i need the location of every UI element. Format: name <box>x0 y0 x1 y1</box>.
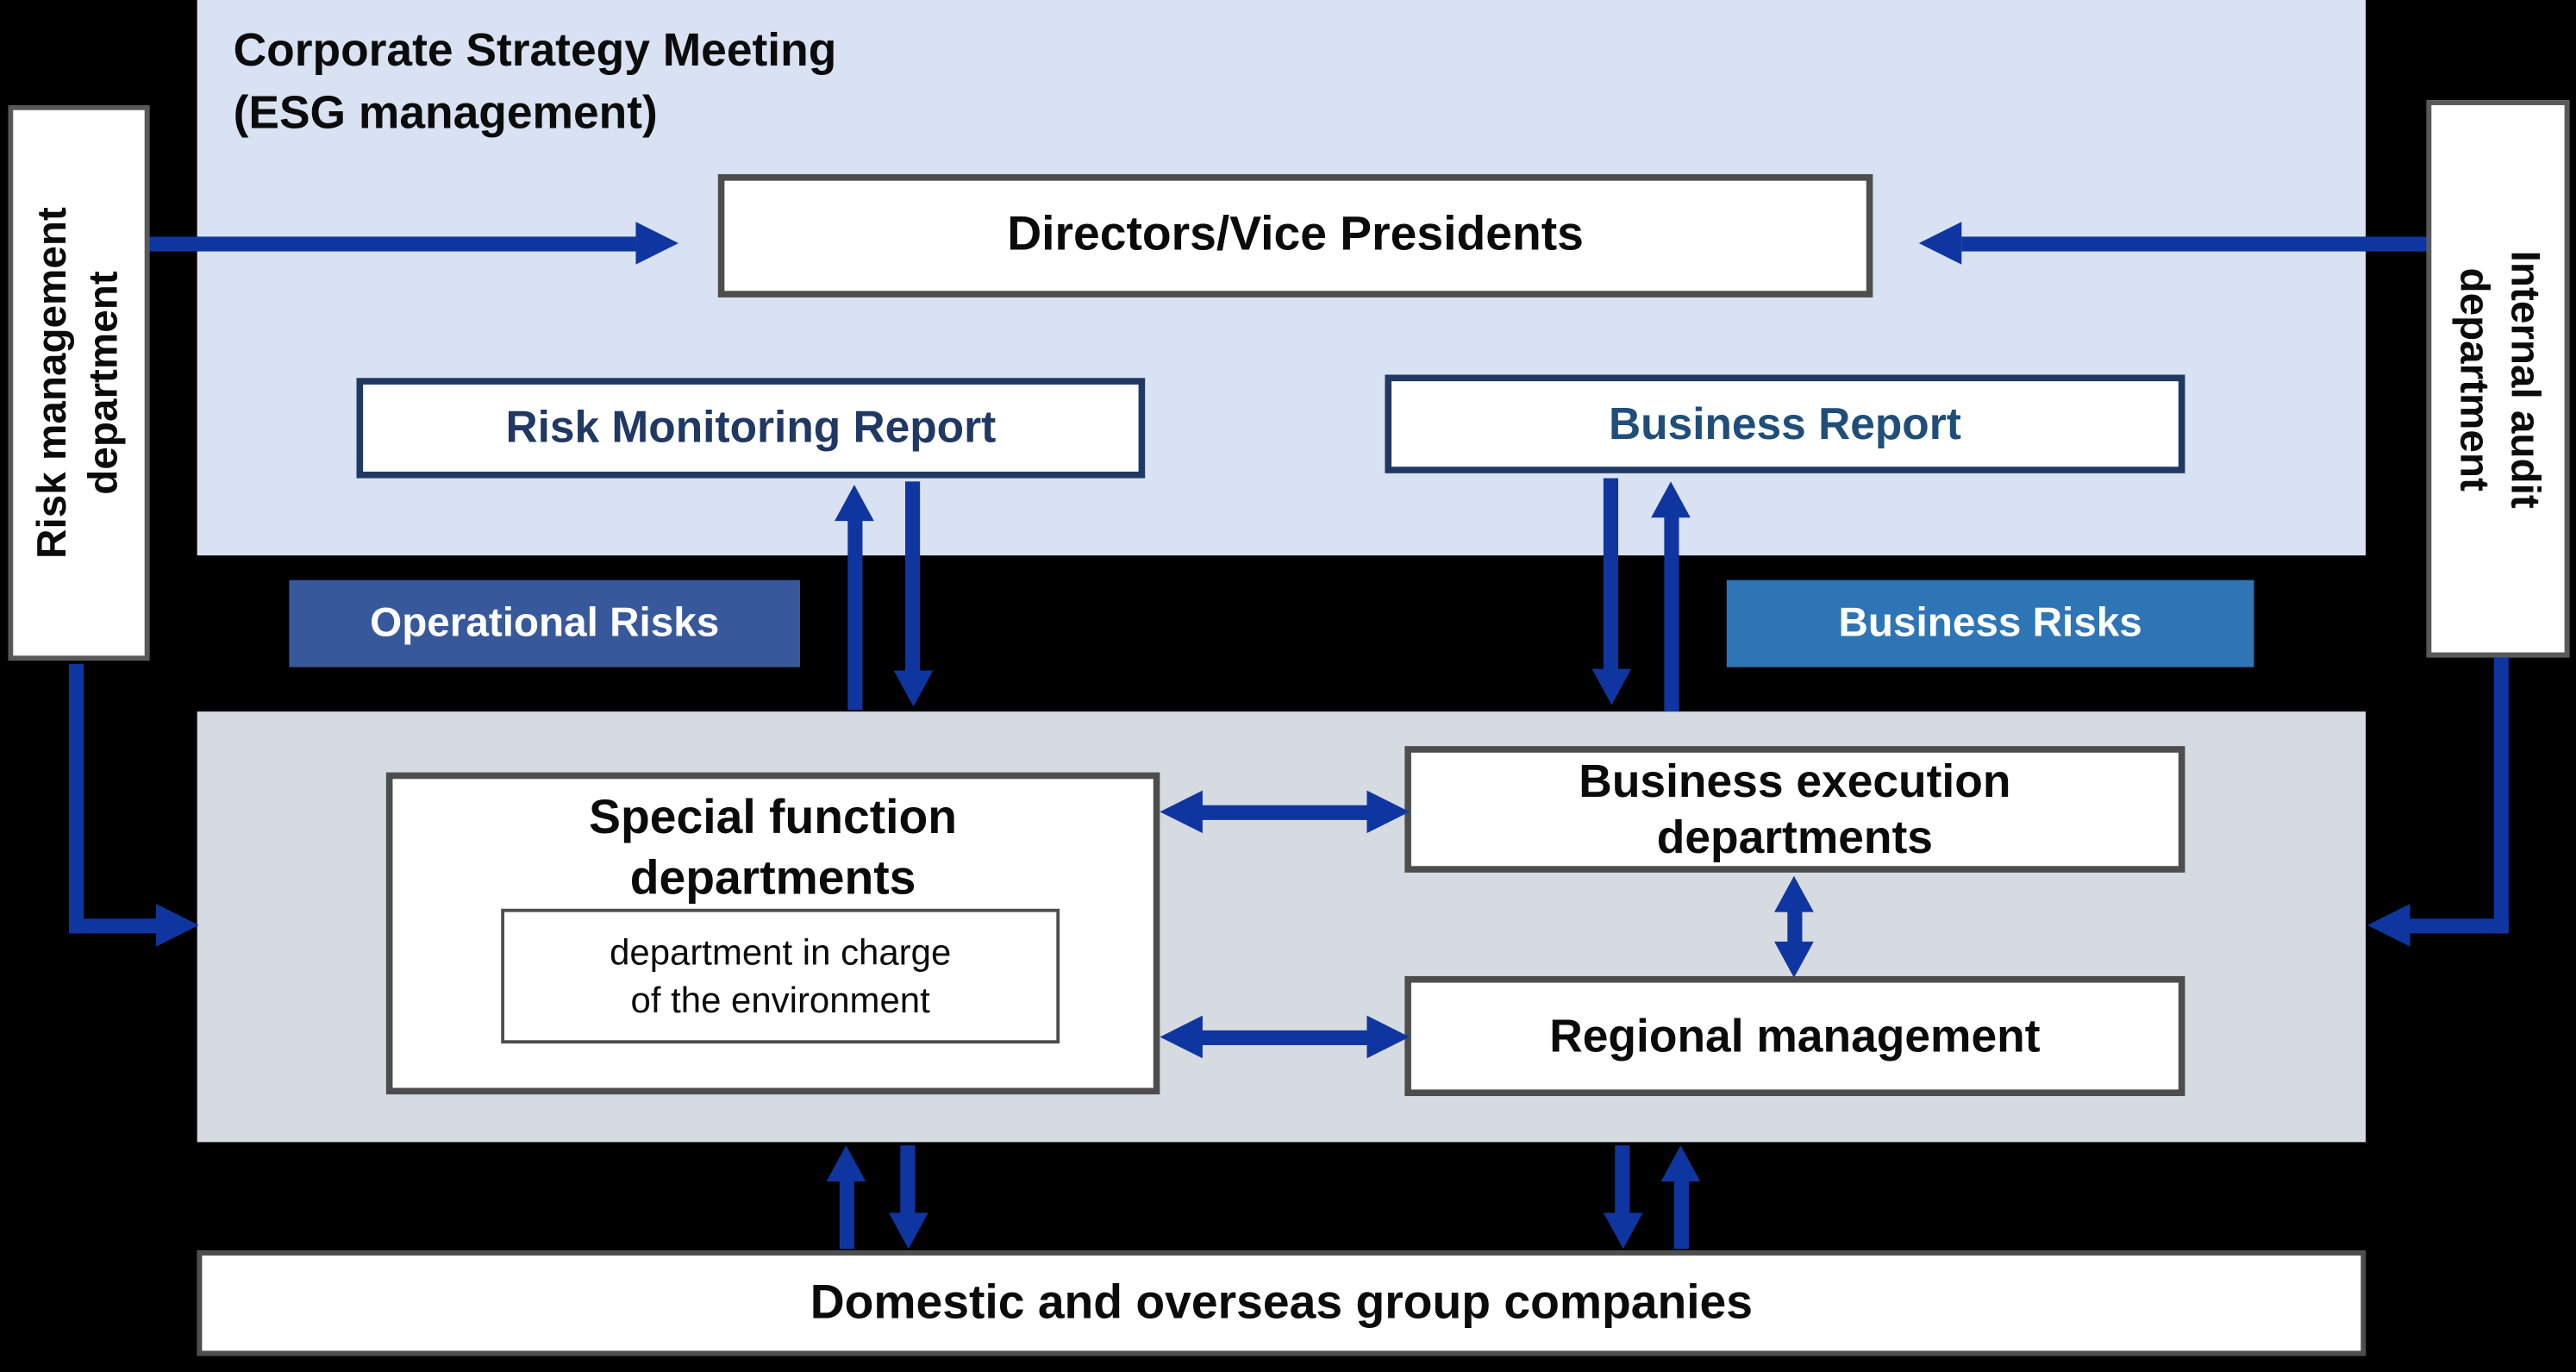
arrow-head <box>826 1145 866 1182</box>
arrow-head <box>893 670 934 707</box>
operational-risks-label: Operational Risks <box>370 599 720 646</box>
arrow-shaft <box>900 1145 916 1217</box>
group-companies-label: Domestic and overseas group companies <box>810 1275 1754 1329</box>
arrow-head <box>1918 222 1962 265</box>
operational-risks-badge: Operational Risks <box>289 579 801 667</box>
environment-department-box: department in charge of the environment <box>501 908 1060 1044</box>
special-function-title: Special function departments <box>392 789 1153 911</box>
arrow-shaft <box>1961 236 2427 252</box>
risk-management-department-line1: Risk management <box>29 207 76 559</box>
business-execution-line1: Business execution <box>1579 755 2011 806</box>
arrow-head <box>1660 1145 1701 1182</box>
risk-management-department-line2: department <box>80 271 127 495</box>
arrow-head <box>1603 1212 1643 1250</box>
special-function-departments-box: Special function departments department … <box>385 772 1160 1095</box>
arrow-head <box>1160 790 1203 834</box>
arrow-shaft <box>1196 805 1371 820</box>
internal-audit-department-line2: department <box>2450 266 2497 491</box>
arrow-head <box>835 485 874 522</box>
arrow-shaft <box>69 663 84 934</box>
risk-monitoring-report-box: Risk Monitoring Report <box>356 378 1146 479</box>
arrow-shaft <box>1673 1178 1689 1250</box>
special-function-line2: departments <box>629 853 916 905</box>
arrow-shaft <box>2406 918 2509 934</box>
arrow-shaft <box>904 481 921 673</box>
business-risks-badge: Business Risks <box>1726 579 2254 667</box>
regional-management-label: Regional management <box>1549 1009 2041 1062</box>
arrow-head <box>1591 668 1632 705</box>
arrow-shaft <box>1196 1030 1371 1045</box>
environment-department-line1: department in charge <box>610 931 952 974</box>
arrow-shaft <box>839 1178 854 1250</box>
arrow-head <box>635 222 679 265</box>
arrow-head <box>1774 941 1814 978</box>
business-execution-departments-box: Business execution departments <box>1404 746 2185 873</box>
arrow-shaft <box>149 236 636 252</box>
risk-management-department-box: Risk management department <box>8 104 150 661</box>
arrow-shaft <box>1615 1145 1630 1217</box>
internal-audit-department-line1: Internal audit <box>2501 249 2548 508</box>
arrow-shaft <box>69 918 159 934</box>
arrow-head <box>1366 1015 1410 1059</box>
directors-box: Directors/Vice Presidents <box>717 173 1873 298</box>
business-execution-label: Business execution departments <box>1579 754 2010 866</box>
arrow-shaft <box>1603 478 1619 671</box>
internal-audit-department-box: Internal audit department <box>2426 100 2570 658</box>
business-risks-label: Business Risks <box>1838 599 2142 646</box>
regional-management-box: Regional management <box>1404 975 2185 1097</box>
panel-title-line2: (ESG management) <box>233 86 658 139</box>
arrow-head <box>888 1212 928 1250</box>
business-report-box: Business Report <box>1385 374 2185 473</box>
arrow-shaft <box>1664 514 1679 712</box>
arrow-head <box>1160 1015 1203 1059</box>
arrow-shaft <box>1787 905 1803 947</box>
directors-label: Directors/Vice Presidents <box>1007 209 1584 261</box>
arrow-head <box>156 904 199 947</box>
business-execution-line2: departments <box>1656 811 1933 862</box>
panel-title: Corporate Strategy Meeting (ESG manageme… <box>234 20 837 145</box>
environment-department-label: department in charge of the environment <box>610 929 951 1024</box>
arrow-head <box>1651 481 1691 518</box>
arrow-shaft <box>2493 657 2509 934</box>
panel-title-line1: Corporate Strategy Meeting <box>233 24 837 76</box>
business-report-label: Business Report <box>1609 398 1961 448</box>
arrow-shaft <box>847 517 863 711</box>
risk-monitoring-report-label: Risk Monitoring Report <box>505 402 997 453</box>
arrow-head <box>2367 904 2410 947</box>
arrow-head <box>1366 790 1410 834</box>
special-function-line1: Special function <box>589 792 957 845</box>
group-companies-box: Domestic and overseas group companies <box>197 1250 2367 1356</box>
environment-department-line2: of the environment <box>630 979 930 1021</box>
